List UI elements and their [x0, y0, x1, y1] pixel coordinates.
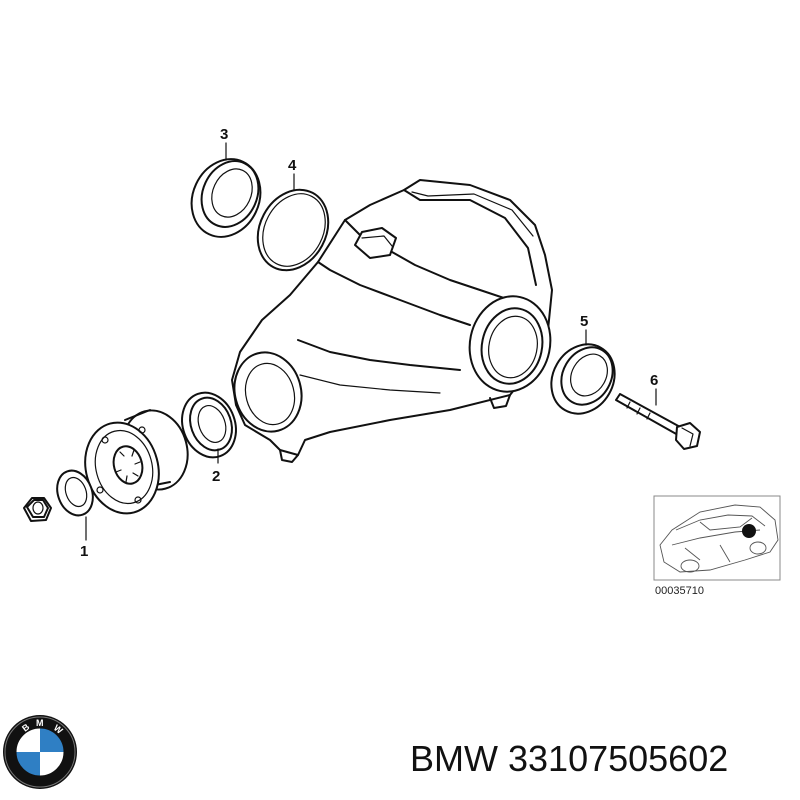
part-6-bolt	[615, 393, 701, 450]
callout-3: 3	[220, 126, 228, 143]
brand-name: BMW	[410, 738, 498, 779]
part-3-radial-seal	[190, 158, 262, 238]
part-1-flange-assembly	[23, 409, 189, 522]
callout-2: 2	[212, 468, 220, 485]
vehicle-location-inset: 00035710	[653, 495, 781, 597]
svg-text:B: B	[20, 721, 32, 733]
callout-4: 4	[288, 157, 297, 174]
part-number: 33107505602	[508, 738, 729, 779]
location-marker	[742, 524, 756, 538]
callout-6: 6	[650, 372, 658, 389]
inset-reference-code: 00035710	[655, 585, 704, 597]
car-outline-icon	[659, 504, 779, 573]
callout-leaders	[85, 142, 657, 541]
callout-1: 1	[80, 543, 88, 560]
callout-5: 5	[580, 313, 588, 330]
part-5-radial-seal	[550, 343, 616, 415]
bmw-logo: B M W	[3, 715, 77, 789]
differential-housing	[231, 179, 553, 463]
svg-text:M: M	[36, 718, 44, 728]
part-caption: BMW 33107505602	[410, 738, 790, 788]
callout-labels: 3 4 5 6 2 1	[80, 126, 658, 560]
part-2-radial-seal	[181, 391, 237, 459]
part-4-o-ring	[256, 188, 330, 272]
